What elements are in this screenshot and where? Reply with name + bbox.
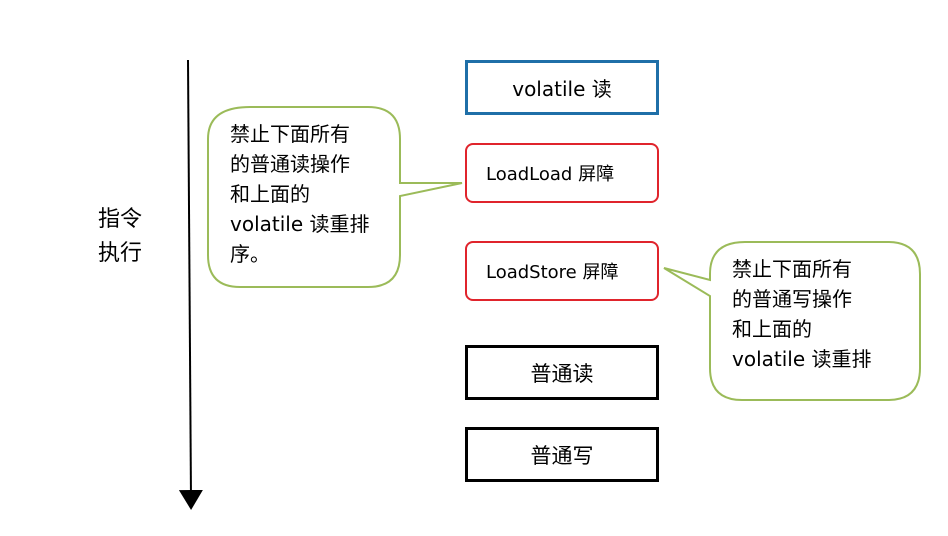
- callout-left-bubble: [207, 106, 463, 288]
- callout-line: 和上面的: [230, 182, 310, 206]
- axis-label: 指令 执行: [98, 203, 158, 271]
- callout-line: 禁止下面所有: [230, 122, 350, 146]
- axis-label-line: 执行: [98, 241, 143, 266]
- callout-line: 禁止下面所有: [732, 257, 852, 281]
- axis-label-line: 指令: [98, 207, 143, 232]
- volatile-read-box: volatile 读: [465, 60, 659, 115]
- callout-line: volatile 读重排: [732, 347, 872, 371]
- callout-line: 的普通读操作: [230, 152, 350, 176]
- callout-line: 序。: [230, 242, 270, 266]
- normal-write-label: 普通写: [530, 443, 594, 468]
- normal-read-label: 普通读: [530, 361, 594, 386]
- callout-line: volatile 读重排: [230, 212, 370, 236]
- execution-arrow: [178, 59, 203, 510]
- callout-right-text: 禁止下面所有 的普通写操作 和上面的 volatile 读重排: [732, 254, 872, 374]
- loadstore-barrier-label: LoadStore 屏障: [486, 262, 619, 283]
- callout-right-bubble: [663, 241, 921, 401]
- loadload-barrier-box: LoadLoad 屏障: [465, 143, 659, 203]
- loadstore-barrier-box: LoadStore 屏障: [465, 241, 659, 301]
- callout-left-text: 禁止下面所有 的普通读操作 和上面的 volatile 读重排 序。: [230, 119, 370, 269]
- callout-line: 的普通写操作: [732, 287, 852, 311]
- normal-read-box: 普通读: [465, 345, 659, 400]
- callout-line: 和上面的: [732, 317, 812, 341]
- normal-write-box: 普通写: [465, 427, 659, 482]
- volatile-read-label: volatile 读: [512, 77, 612, 101]
- loadload-barrier-label: LoadLoad 屏障: [486, 164, 615, 185]
